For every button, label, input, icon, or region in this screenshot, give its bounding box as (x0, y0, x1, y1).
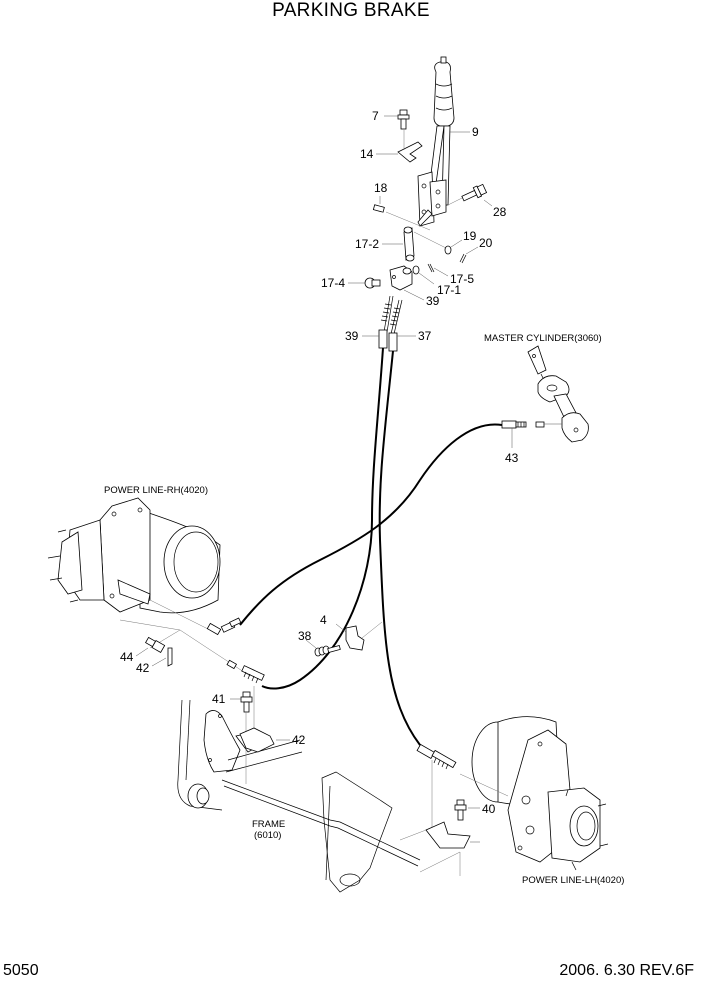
power-line-rh-assembly (47, 497, 221, 614)
callout-7: 7 (372, 109, 379, 123)
callout-4: 38 (298, 629, 312, 643)
callout-17-2: 17-2 (355, 237, 379, 251)
clip-part-44 (167, 647, 173, 667)
callout-38: 44 (120, 650, 134, 664)
clip-part-43 (345, 625, 365, 651)
pin-part-17-5 (427, 263, 435, 273)
callout-41: 42 (292, 733, 306, 747)
fitting-part-38 (145, 636, 166, 654)
brake-cable-right (378, 350, 421, 746)
washer-part-19 (444, 245, 452, 255)
page-number: 5050 (3, 962, 39, 979)
frame-reference-line2: (6010) (254, 830, 281, 841)
washer-part-17-4 (412, 265, 420, 275)
power-line-lh-assembly (471, 716, 609, 871)
callout-9: 9 (472, 125, 479, 139)
cable-end-part-37 (501, 420, 545, 429)
power-line-rh-reference: POWER LINE-RH(4020) (104, 485, 208, 496)
pin-part-20 (459, 253, 467, 264)
callout-43: 4 (320, 613, 327, 627)
bracket-part-41 (239, 727, 275, 753)
brake-cable-left (261, 347, 384, 690)
master-cylinder-cable (239, 423, 503, 626)
bolt-part-42-upper (240, 691, 253, 713)
callout-28: 28 (493, 205, 507, 219)
cable-end-rh (206, 617, 242, 636)
frame-reference-line1: FRAME (252, 819, 285, 830)
link-part-17-2 (403, 226, 415, 262)
master-cylinder-reference: MASTER CYLINDER(3060) (484, 333, 602, 344)
callout-44: 42 (136, 661, 150, 675)
callout-20: 20 (479, 236, 493, 250)
clevis-part-17-1 (389, 265, 413, 291)
bolt-part-28 (461, 183, 488, 202)
bracket-part-40 (425, 821, 471, 849)
cable-end-part-39 (378, 295, 403, 352)
page-title: PARKING BRAKE (272, 0, 430, 21)
pin-part-18 (372, 204, 385, 213)
revision-date: 2006. 6.30 REV.6F (559, 962, 694, 979)
callout-17-3: 17-4 (321, 276, 345, 290)
bolt-part-42-lower (454, 799, 467, 821)
callout-19: 19 (463, 229, 477, 243)
master-cylinder (527, 345, 589, 443)
callout-42-upper: 41 (212, 692, 226, 706)
bracket-part-14 (397, 141, 423, 163)
cable-end-lower (226, 659, 265, 684)
callout-39-right: 37 (418, 329, 432, 343)
cable-end-lh (416, 743, 457, 770)
callout-17-4: 17-1 (437, 283, 461, 297)
hand-lever-part-9 (417, 56, 455, 227)
callout-14: 14 (360, 147, 374, 161)
callout-17-5: 17-5 (450, 272, 474, 286)
power-line-lh-reference: POWER LINE-LH(4020) (522, 875, 624, 886)
frame-assembly (177, 699, 421, 893)
callout-37: 43 (505, 451, 519, 465)
callout-39-left: 39 (345, 329, 359, 343)
callout-17-1: 39 (426, 294, 440, 308)
callout-42-lower: 40 (482, 802, 496, 816)
callout-18: 18 (374, 181, 388, 195)
bolt-part-7 (397, 109, 410, 130)
pin-part-17-3 (364, 277, 381, 289)
bolt-part-4 (314, 645, 341, 657)
